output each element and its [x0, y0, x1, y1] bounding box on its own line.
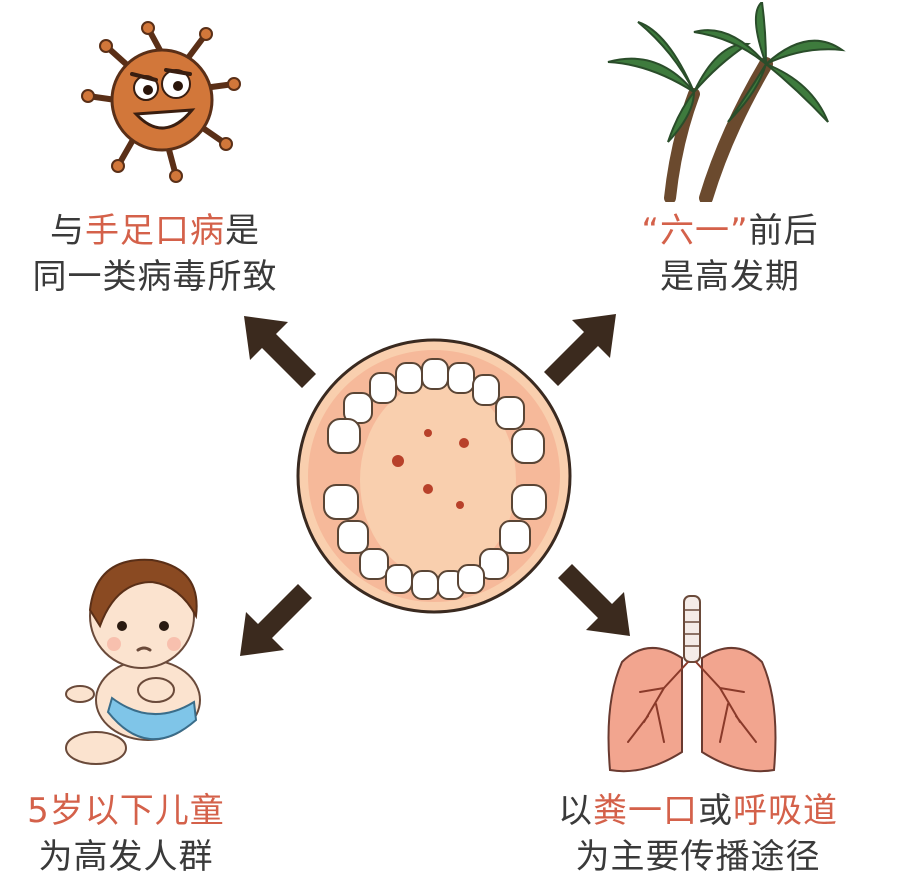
caption-season-line1: “六一”前后	[600, 208, 860, 254]
caption-children-line1: 5岁以下儿童	[27, 791, 225, 831]
caption-transmission-pre: 以	[558, 791, 593, 831]
caption-transmission-line2: 为主要传播途径	[575, 837, 821, 877]
caption-transmission: 以粪一口或呼吸道 为主要传播途径	[508, 788, 888, 880]
caption-transmission-mid: 或	[698, 791, 733, 831]
caption-virus: 与手足口病是 同一类病毒所致	[10, 208, 300, 300]
arrow-lower-left	[240, 584, 312, 656]
caption-transmission-line1: 以粪一口或呼吸道	[508, 788, 888, 834]
caption-virus-highlight: 手足口病	[85, 211, 225, 251]
open-mouth-icon	[296, 338, 572, 614]
caption-virus-post: 是	[225, 211, 260, 251]
arrow-lower-right	[558, 564, 630, 636]
caption-transmission-highlight-1: 粪一口	[593, 791, 698, 831]
caption-virus-line2: 同一类病毒所致	[32, 257, 278, 297]
caption-transmission-highlight-2: 呼吸道	[733, 791, 838, 831]
arrow-upper-right	[544, 314, 616, 386]
palm-tree-icon	[607, 2, 846, 202]
caption-virus-pre: 与	[50, 211, 85, 251]
caption-virus-line1: 与手足口病是	[10, 208, 300, 254]
caption-season-line2: 是高发期	[660, 257, 800, 297]
baby-icon	[65, 558, 201, 765]
caption-children-line2: 为高发人群	[38, 837, 214, 877]
caption-season: “六一”前后 是高发期	[600, 208, 860, 300]
caption-season-highlight: “六一”	[641, 211, 749, 251]
caption-children: 5岁以下儿童 为高发人群	[6, 788, 246, 880]
virus-cartoon-icon	[81, 21, 241, 183]
lungs-icon	[607, 595, 777, 773]
arrow-upper-left	[244, 316, 316, 388]
caption-season-post: 前后	[748, 211, 819, 251]
